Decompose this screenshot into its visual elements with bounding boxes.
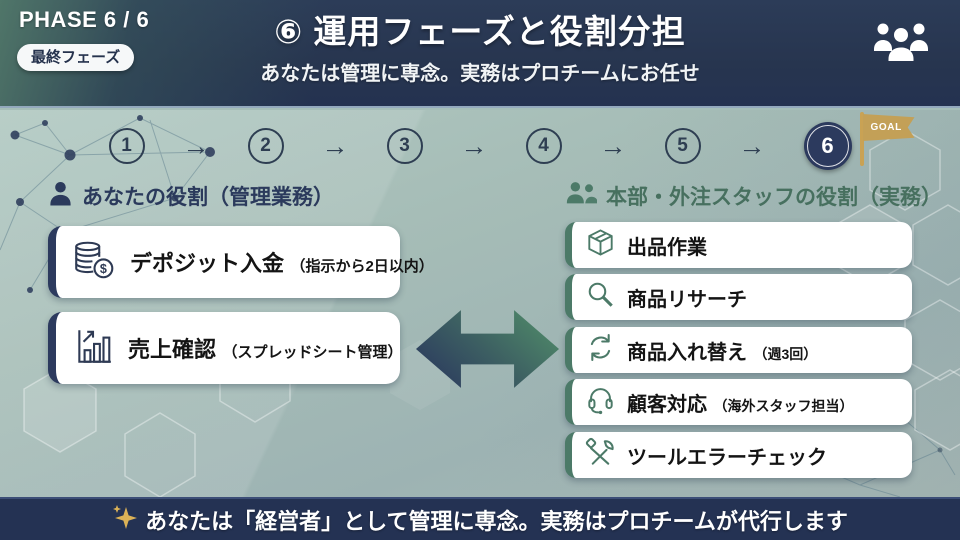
sparkle-icon bbox=[112, 504, 138, 535]
page-subtitle: あなたは管理に専念。実務はプロチームにお任せ bbox=[260, 63, 700, 85]
phase-step-3: 3 bbox=[386, 128, 423, 164]
card-title: 売上確認 bbox=[128, 337, 217, 362]
header-title-block: ⑥ 運用フェーズと役割分担 あなたは管理に専念。実務はプロチームにお任せ bbox=[150, 5, 810, 86]
person-icon bbox=[48, 180, 73, 212]
svg-text:$: $ bbox=[100, 262, 107, 276]
card-title: 商品入れ替え bbox=[627, 341, 747, 364]
phase-progress: 1 → 2 → 3 → 4 → 5 → 6 GOAL bbox=[0, 112, 960, 175]
package-icon bbox=[585, 227, 616, 263]
step-arrow-icon: → bbox=[182, 130, 210, 161]
double-arrow-icon bbox=[414, 302, 561, 396]
task-card-deposit: $ デポジット入金 （指示から2日以内） bbox=[48, 226, 434, 298]
tools-icon bbox=[585, 437, 616, 473]
people-group-icon bbox=[872, 16, 930, 71]
slide-body: 1 → 2 → 3 → 4 → 5 → 6 GOAL bbox=[0, 110, 960, 497]
card-title: 商品リサーチ bbox=[627, 288, 747, 311]
refresh-icon bbox=[585, 332, 616, 368]
card-title: 出品作業 bbox=[627, 236, 707, 259]
phase-step-4: 4 bbox=[525, 128, 562, 164]
phase-step-6-wrap: 6 GOAL bbox=[803, 112, 915, 170]
phase-step-2: 2 bbox=[247, 128, 284, 164]
left-column-heading: あなたの役割（管理業務） bbox=[48, 180, 334, 212]
phase-counter: PHASE 6 / 6 bbox=[19, 7, 150, 32]
flag-pole bbox=[859, 112, 864, 166]
goal-flag-icon: GOAL bbox=[859, 110, 918, 170]
card-note: （スプレッドシート管理） bbox=[222, 344, 403, 361]
task-card-listing: 出品作業 bbox=[565, 222, 912, 268]
card-title: デポジット入金 bbox=[130, 251, 285, 276]
step-arrow-icon: → bbox=[738, 130, 766, 161]
card-title: 顧客対応 bbox=[627, 393, 707, 416]
footer-message: あなたは「経営者」として管理に専念。実務はプロチームが代行します bbox=[145, 508, 848, 534]
card-note: （海外スタッフ担当） bbox=[713, 397, 854, 414]
step-arrow-icon: → bbox=[599, 130, 627, 161]
footer-bar: あなたは「経営者」として管理に専念。実務はプロチームが代行します bbox=[0, 497, 960, 540]
flag-banner: GOAL bbox=[862, 114, 915, 141]
bar-chart-icon bbox=[71, 325, 115, 372]
phase-step-5: 5 bbox=[664, 128, 701, 164]
left-heading-label: あなたの役割（管理業務） bbox=[82, 186, 334, 209]
phase-step-1: 1 bbox=[108, 128, 145, 164]
headset-icon bbox=[585, 384, 616, 420]
final-phase-badge: 最終フェーズ bbox=[17, 44, 135, 71]
task-card-errorcheck: ツールエラーチェック bbox=[565, 432, 912, 478]
people-icon bbox=[565, 180, 598, 211]
card-title: ツールエラーチェック bbox=[627, 446, 827, 469]
magnifier-icon bbox=[585, 279, 616, 315]
right-column-heading: 本部・外注スタッフの役割（実務） bbox=[565, 180, 942, 211]
step-arrow-icon: → bbox=[460, 130, 488, 161]
page-title: ⑥ 運用フェーズと役割分担 bbox=[274, 13, 686, 50]
coins-icon: $ bbox=[71, 239, 117, 286]
task-card-rotation: 商品入れ替え （週3回） bbox=[565, 327, 912, 373]
task-card-support: 顧客対応 （海外スタッフ担当） bbox=[565, 379, 912, 425]
right-heading-label: 本部・外注スタッフの役割（実務） bbox=[606, 185, 942, 209]
task-card-research: 商品リサーチ bbox=[565, 274, 912, 320]
card-note: （指示から2日以内） bbox=[290, 258, 434, 275]
step-arrow-icon: → bbox=[321, 130, 349, 161]
task-card-sales: 売上確認 （スプレッドシート管理） bbox=[48, 312, 403, 384]
phase-step-6-current: 6 bbox=[803, 122, 852, 170]
header-bar: PHASE 6 / 6 最終フェーズ ⑥ 運用フェーズと役割分担 あなたは管理に… bbox=[0, 0, 960, 108]
card-note: （週3回） bbox=[753, 345, 818, 362]
